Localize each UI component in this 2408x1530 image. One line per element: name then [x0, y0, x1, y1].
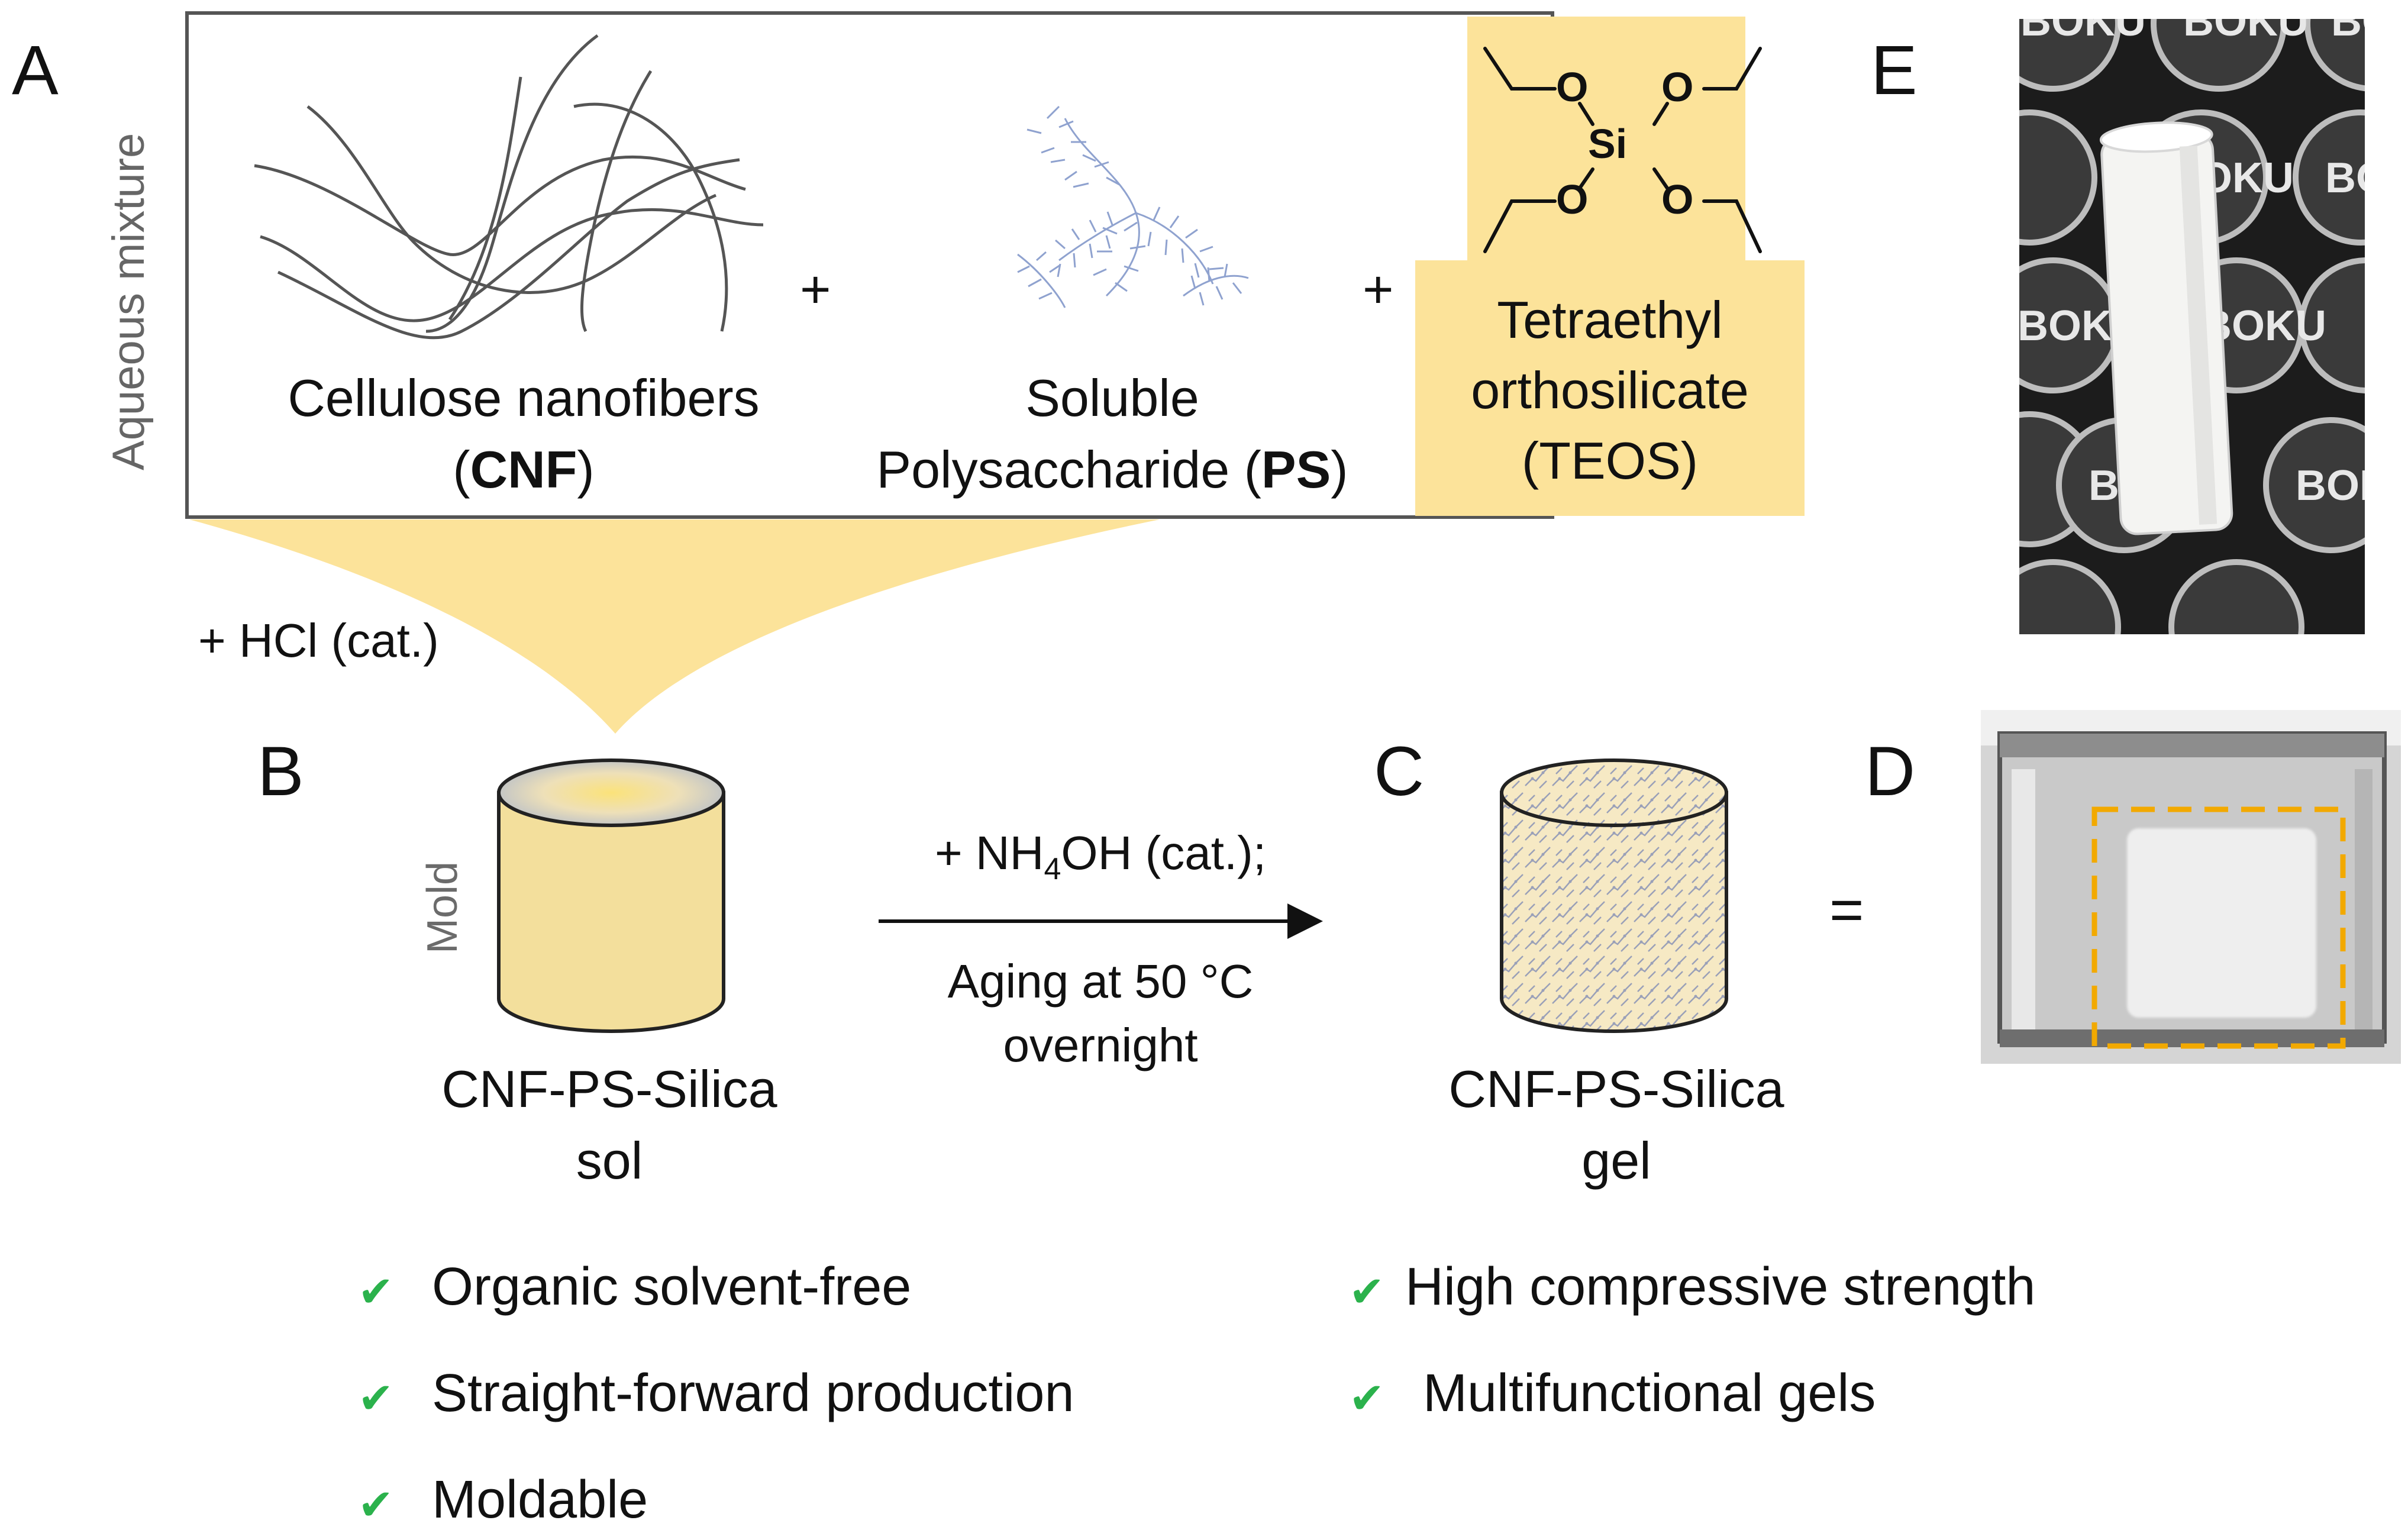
- plus-sign-2: +: [1363, 260, 1394, 319]
- svg-text:BOKU: BOKU: [2296, 462, 2408, 509]
- cnf-paren-open: (: [453, 440, 470, 499]
- ps-label: Soluble Polysaccharide (PS): [840, 362, 1384, 506]
- panel-label-c: C: [1374, 732, 1425, 811]
- mold-label: Mold: [419, 861, 466, 954]
- teos-label-line1: Tetraethyl: [1497, 290, 1723, 349]
- cnf-abbr: CNF: [470, 440, 577, 499]
- cnf-label: Cellulose nanofibers (CNF): [254, 362, 793, 506]
- aging-line: Aging at 50 °C: [947, 955, 1254, 1008]
- photo-d-gel-in-vial: [1981, 710, 2401, 1064]
- plus-sign-1: +: [800, 260, 831, 319]
- teos-label-line2: orthosilicate: [1471, 360, 1749, 419]
- check-icon: ✔: [358, 1268, 394, 1316]
- panel-label-d: D: [1865, 732, 1916, 811]
- teos-atom-o-1: O: [1556, 64, 1589, 110]
- hcl-catalyst-label: + HCl (cat.): [198, 614, 439, 667]
- gel-label-line1: CNF-PS-Silica: [1448, 1060, 1784, 1118]
- ammonia-subscript: 4: [1044, 852, 1061, 886]
- ps-paren-close: ): [1331, 440, 1348, 499]
- teos-label-line3: (TEOS): [1521, 431, 1699, 490]
- svg-text:BOKU: BOKU: [2331, 0, 2408, 45]
- benefit-moldable: Moldable: [432, 1470, 648, 1529]
- photo-e-cylinder-sample: BOKU BOKU BOKU BOKU BOKU BOKU BOKU BOKU …: [2019, 0, 2408, 634]
- cnf-label-line1: Cellulose nanofibers: [288, 369, 760, 427]
- sol-label: CNF-PS-Silica sol: [379, 1053, 840, 1197]
- ps-label-line1: Soluble: [1025, 369, 1199, 427]
- check-icon: ✔: [358, 1375, 394, 1422]
- ps-abbr: PS: [1261, 440, 1331, 499]
- overnight-line: overnight: [1003, 1019, 1198, 1071]
- equals-sign: =: [1829, 877, 1864, 943]
- sol-label-line2: sol: [576, 1131, 643, 1190]
- gel-label: CNF-PS-Silica gel: [1386, 1053, 1847, 1197]
- teos-atom-si: Si: [1588, 121, 1628, 167]
- check-icon: ✔: [1349, 1268, 1385, 1316]
- svg-text:BOKU: BOKU: [2020, 0, 2146, 45]
- check-icon: ✔: [358, 1481, 394, 1529]
- gel-cylinder: [1500, 758, 1728, 1033]
- ps-branched-illustration: [1017, 105, 1249, 308]
- teos-label: Tetraethyl orthosilicate (TEOS): [1415, 285, 1805, 496]
- svg-text:BOKU: BOKU: [2325, 154, 2408, 202]
- check-icon: ✔: [1349, 1375, 1385, 1422]
- cnf-paren-close: ): [577, 440, 595, 499]
- sol-label-line1: CNF-PS-Silica: [441, 1060, 777, 1118]
- yellow-funnel: [189, 519, 1160, 734]
- teos-atom-o-3: O: [1556, 176, 1589, 222]
- panel-label-e: E: [1871, 31, 1918, 109]
- gel-label-line2: gel: [1581, 1131, 1651, 1190]
- teos-highlight: [1415, 17, 1805, 516]
- benefit-organic-solvent-free: Organic solvent-free: [432, 1257, 912, 1316]
- cnf-fibers-illustration: [254, 34, 764, 340]
- benefit-multifunctional-gels: Multifunctional gels: [1423, 1364, 1876, 1423]
- panel-label-b: B: [257, 732, 304, 811]
- ammonia-catalyst-label: + NH4OH (cat.);: [858, 821, 1343, 890]
- panel-label-a: A: [12, 31, 59, 109]
- ammonia-suffix: OH (cat.);: [1061, 827, 1267, 879]
- aqueous-mixture-label: Aqueous mixture: [104, 133, 154, 470]
- ammonia-prefix: + NH: [934, 827, 1044, 879]
- teos-atom-o-4: O: [1661, 176, 1694, 222]
- sol-cylinder: [497, 758, 725, 1033]
- ps-label-line2: Polysaccharide (: [876, 440, 1261, 499]
- svg-text:BOKU: BOKU: [2183, 0, 2309, 45]
- benefit-straight-forward-production: Straight-forward production: [432, 1364, 1074, 1423]
- benefit-high-compressive-strength: High compressive strength: [1405, 1257, 2036, 1316]
- aging-conditions-label: Aging at 50 °C overnight: [858, 950, 1343, 1077]
- teos-molecule-bonds: [1483, 47, 1762, 253]
- teos-atom-o-2: O: [1661, 64, 1694, 110]
